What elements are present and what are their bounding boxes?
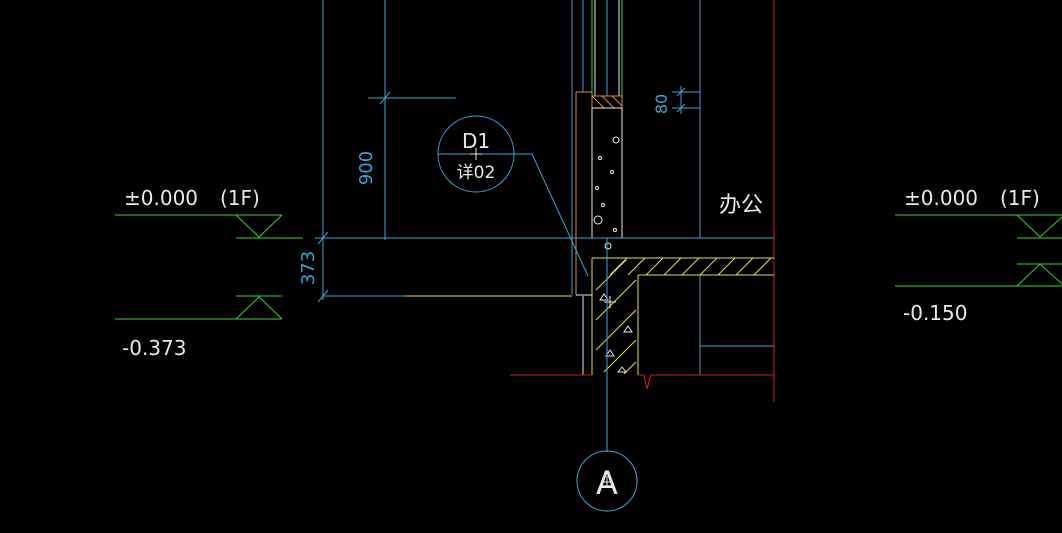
dimension-80: 80 (652, 94, 671, 114)
floor-slab (323, 237, 774, 375)
dimension-900: 900 (356, 151, 377, 185)
right-upper-elevation: ±0.000 (904, 186, 978, 210)
left-lower-elevation: -0.373 (122, 336, 186, 360)
right-upper-floor: (1F) (1000, 186, 1040, 210)
left-upper-elevation: ±0.000 (124, 186, 198, 210)
detail-callout-bottom: 详02 (457, 163, 496, 183)
detail-callout-top: D1 (462, 129, 490, 153)
hatch-pattern (595, 257, 772, 375)
detail-callout[interactable]: D1 详02 (437, 115, 589, 277)
left-level-markers (115, 214, 303, 320)
ground-line (510, 374, 774, 390)
concrete-symbols (599, 293, 633, 373)
axis-bubble-a[interactable]: A (576, 238, 638, 512)
right-level-markers (895, 214, 1062, 287)
right-lower-elevation: -0.150 (903, 301, 967, 325)
room-label: 办公 (719, 193, 763, 218)
left-upper-floor: (1F) (220, 186, 260, 210)
vertical-guide-lines (322, 0, 775, 402)
cursor-crosshair-icon (604, 296, 616, 308)
dimension-373: 373 (298, 251, 319, 285)
dimension-lines (315, 86, 700, 303)
